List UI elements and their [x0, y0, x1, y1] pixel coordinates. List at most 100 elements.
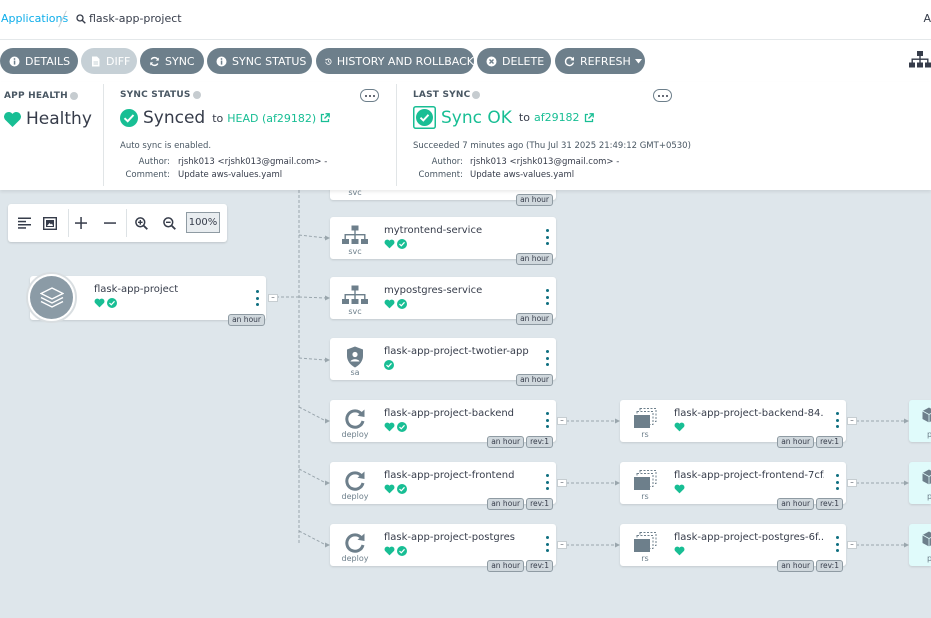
sync-status-value: Synced: [143, 108, 206, 128]
action-toolbar: DETAILS DIFF SYNC SYNC STATUS HISTORY AN…: [0, 40, 931, 82]
pod-kind-label: p: [927, 430, 931, 439]
sync-icon: [150, 56, 159, 66]
node-menu-icon[interactable]: [545, 350, 549, 366]
last-sync-revision-link[interactable]: af29182: [533, 111, 580, 124]
align-left-icon[interactable]: [14, 213, 34, 233]
history-rollback-button[interactable]: HISTORY AND ROLLBACK: [316, 48, 474, 74]
comment-value: Update aws-values.yaml: [470, 170, 575, 180]
resource-status: [384, 299, 407, 309]
collapse-toggle[interactable]: –: [268, 294, 278, 302]
resource-kind-label: rs: [641, 554, 649, 563]
node-menu-icon[interactable]: [545, 536, 549, 552]
toolbar-divider: [126, 209, 127, 237]
resource-name: flask-app-project-frontend: [384, 470, 515, 481]
collapse-toggle[interactable]: –: [557, 417, 567, 425]
collapse-toggle[interactable]: –: [847, 417, 857, 425]
last-sync-more-button[interactable]: [653, 89, 672, 102]
collapse-toggle[interactable]: –: [557, 541, 567, 549]
resource-kind-label: svc: [348, 188, 362, 197]
breadcrumb-applications-link[interactable]: Applications: [1, 12, 69, 25]
comment-value: Update aws-values.yaml: [178, 170, 283, 180]
node-menu-icon[interactable]: [545, 229, 549, 245]
check-circle-icon: [397, 422, 407, 432]
resource-kind-label: deploy: [341, 554, 369, 563]
author-label: Author:: [138, 157, 170, 167]
resource-kind-label: deploy: [341, 430, 369, 439]
resource-status: [384, 484, 407, 494]
panel-divider: [396, 84, 397, 186]
sync-label: SYNC: [165, 54, 195, 68]
help-icon[interactable]: [192, 90, 201, 99]
resource-name: flask-app-project-frontend-7cf...: [674, 470, 824, 481]
resource-tree-graph[interactable]: svc an hour 100%: [0, 158, 931, 618]
author-label: Author:: [431, 157, 463, 167]
breadcrumb-bar: Applications flask-app-project A: [0, 0, 931, 40]
deploy-kind-icon: [342, 408, 368, 430]
auto-sync-text: Auto sync is enabled.: [120, 141, 212, 151]
zoom-out-icon[interactable]: [159, 213, 179, 233]
check-circle-icon: [397, 484, 407, 494]
zoom-in-icon[interactable]: [131, 213, 151, 233]
plus-icon[interactable]: [71, 213, 91, 233]
fit-screen-icon[interactable]: [40, 213, 60, 233]
pod-node-partial[interactable]: p: [909, 524, 931, 566]
collapse-toggle[interactable]: –: [557, 479, 567, 487]
check-circle-icon: [384, 360, 394, 370]
breadcrumb-current-app[interactable]: flask-app-project: [89, 12, 182, 25]
minus-icon[interactable]: [100, 213, 120, 233]
tree-view-icon[interactable]: [909, 51, 931, 69]
history-rollback-label: HISTORY AND ROLLBACK: [336, 54, 474, 68]
age-badge: an hour: [516, 194, 553, 206]
heart-icon: [384, 299, 395, 309]
resource-status: [674, 484, 685, 494]
node-menu-icon[interactable]: [255, 290, 259, 306]
author-value: rjshk013 <rjshk013@gmail.com> -: [470, 157, 620, 167]
delete-button[interactable]: DELETE: [477, 48, 551, 74]
heart-icon: [384, 546, 395, 556]
help-icon[interactable]: [69, 91, 78, 100]
external-link-icon[interactable]: [584, 112, 594, 123]
refresh-button[interactable]: REFRESH: [555, 48, 645, 74]
revision-badge: rev:1: [816, 498, 843, 510]
node-menu-icon[interactable]: [545, 474, 549, 490]
check-circle-icon: [107, 298, 117, 308]
sync-button[interactable]: SYNC: [140, 48, 204, 74]
node-menu-icon[interactable]: [835, 412, 839, 428]
sync-revision-link[interactable]: HEAD (af29182): [227, 111, 317, 125]
info-icon: [9, 56, 20, 66]
details-button[interactable]: DETAILS: [0, 48, 78, 74]
rs-kind-icon: [632, 408, 658, 430]
pod-kind-label: p: [927, 554, 931, 563]
svc-kind-icon: [342, 285, 368, 307]
pod-node-partial[interactable]: p: [909, 462, 931, 504]
refresh-icon: [564, 56, 575, 66]
pod-cube-icon: [922, 531, 931, 547]
external-link-icon[interactable]: [320, 113, 331, 123]
age-badge: an hour: [487, 560, 525, 572]
collapse-toggle[interactable]: –: [847, 541, 857, 549]
node-menu-icon[interactable]: [545, 289, 549, 305]
node-menu-icon[interactable]: [545, 412, 549, 428]
heart-icon: [674, 546, 685, 556]
app-status-panel: APP HEALTH Healthy SYNC STATUS Synced to…: [0, 82, 931, 190]
sync-status-more-button[interactable]: [360, 89, 379, 102]
sync-status-button[interactable]: SYNC STATUS: [207, 48, 312, 74]
diff-button[interactable]: DIFF: [81, 48, 137, 74]
resource-status: [384, 360, 394, 370]
node-menu-icon[interactable]: [835, 474, 839, 490]
pod-node-partial[interactable]: p: [909, 400, 931, 442]
help-icon[interactable]: [472, 90, 481, 99]
node-menu-icon[interactable]: [835, 536, 839, 552]
zoom-level-display[interactable]: 100%: [186, 212, 220, 233]
collapse-toggle[interactable]: –: [847, 479, 857, 487]
resource-kind-label: rs: [641, 492, 649, 501]
